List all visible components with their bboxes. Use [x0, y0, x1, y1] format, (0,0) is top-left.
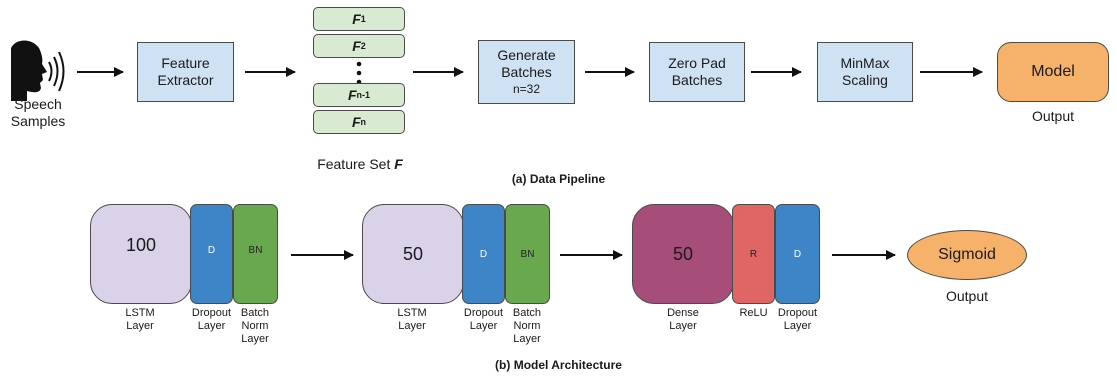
sigmoid-output-label: Output — [945, 288, 989, 304]
model-box: Model — [997, 42, 1109, 102]
batchnorm-layer-2: BN — [505, 204, 550, 304]
lstm-label-1: LSTM Layer — [125, 307, 155, 332]
lstm-label-2: LSTM Layer — [397, 307, 427, 332]
batch-size-label: n=32 — [512, 81, 541, 96]
batchnorm-label-1: Batch Norm Layer — [240, 307, 270, 345]
feature-subscript: n-1 — [356, 90, 371, 100]
feature-subscript: 2 — [360, 41, 366, 51]
lstm-layer-100: 100 — [90, 204, 192, 304]
minmax-scaling-box: MinMax Scaling — [817, 42, 913, 102]
model-architecture-caption: (b) Model Architecture — [495, 358, 622, 372]
lstm-layer-50: 50 — [362, 204, 464, 304]
dropout-layer-3: D — [775, 204, 820, 304]
feature-set-label: Feature Set F — [290, 139, 430, 173]
dropout-label-1: Dropout Layer — [191, 307, 232, 332]
feature-set-text: Feature Set — [317, 156, 395, 172]
dropout-label-3: Dropout Layer — [777, 307, 818, 332]
dense-label: Dense Layer — [667, 307, 699, 332]
zero-pad-box: Zero Pad Batches — [649, 42, 745, 102]
dropout-label-2: Dropout Layer — [463, 307, 504, 332]
feature-subscript: n — [360, 117, 367, 127]
generate-batches-box: Generate Batches n=32 — [478, 40, 575, 104]
sigmoid-node: Sigmoid — [907, 230, 1027, 280]
feature-subscript: 1 — [360, 14, 366, 24]
feature-symbol: F — [351, 114, 361, 130]
speech-samples-label: Speech Samples — [10, 96, 66, 129]
dropout-layer-1: D — [190, 204, 233, 304]
batchnorm-layer-1: BN — [233, 204, 278, 304]
feature-symbol: F — [352, 38, 361, 54]
generate-batches-label: Generate Batches — [497, 46, 556, 80]
data-pipeline-caption: (a) Data Pipeline — [511, 172, 606, 186]
dropout-layer-2: D — [462, 204, 505, 304]
feature-symbol: F — [352, 11, 361, 27]
relu-label: ReLU — [739, 307, 768, 319]
feature-ellipsis-dots — [356, 61, 362, 85]
model-output-label: Output — [1031, 108, 1075, 124]
speaking-head-icon — [11, 40, 65, 101]
batchnorm-label-2: Batch Norm Layer — [512, 307, 542, 345]
dense-layer-50: 50 — [632, 204, 734, 304]
feature-set-symbol: F — [394, 156, 403, 172]
relu-layer: R — [732, 204, 775, 304]
feature-symbol: F — [347, 87, 357, 103]
feature-extractor-box: Feature Extractor — [137, 42, 234, 102]
